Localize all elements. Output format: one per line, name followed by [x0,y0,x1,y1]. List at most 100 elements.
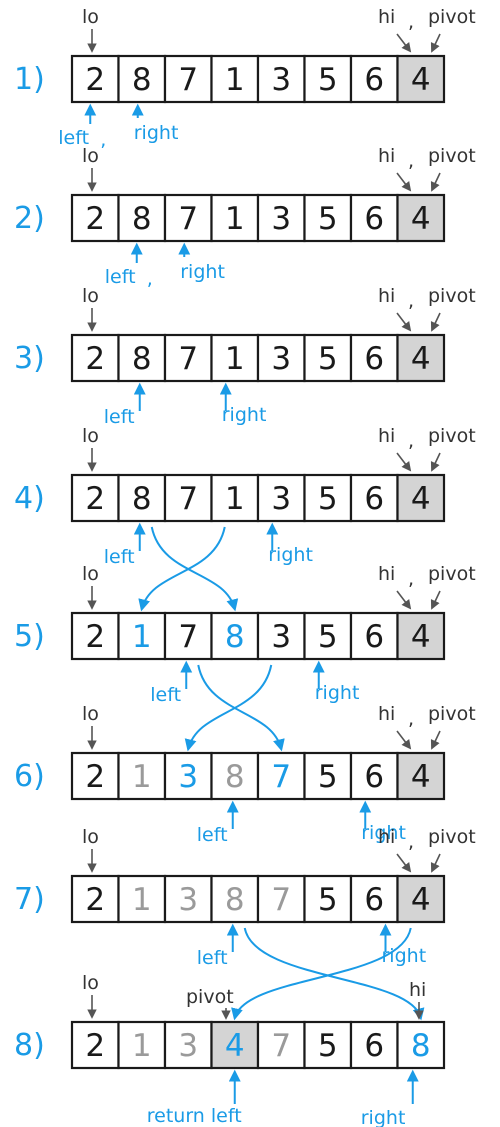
step-label: 1) [14,62,45,97]
array-cell [163,333,213,383]
cell-value: 8 [132,341,152,377]
cell-value: 1 [132,759,152,795]
cell-value: 5 [318,62,338,98]
right-label: right [361,1107,406,1127]
cell-value: 3 [271,62,291,98]
cell-value: 1 [132,1028,152,1064]
swap-arrow [197,664,285,752]
comma: , [408,150,414,172]
cell-value: 4 [411,62,431,98]
array-cell [210,874,260,924]
cell-value: 8 [132,201,152,237]
cell-value: 8 [132,481,152,517]
swap-arrow [231,927,412,1021]
array-cell [256,611,306,661]
pivot-cell [396,751,446,801]
return-left-label: return left [147,1105,242,1127]
cell-value: 6 [364,62,384,98]
hi-arrow [396,730,412,750]
cell-value: 3 [271,201,291,237]
cell-value: 4 [411,201,431,237]
cell-value: 3 [271,619,291,655]
array-cell [117,874,167,924]
pivot-cell [396,611,446,661]
cell-value: 1 [225,341,245,377]
left-label: left [58,127,89,149]
array-cell [303,751,353,801]
pivot-label: pivot [428,145,476,167]
comma: , [408,290,414,312]
array-cell [163,874,213,924]
cell-value: 2 [85,341,105,377]
cell-value: 5 [318,341,338,377]
array-cell [117,473,167,523]
swap-arrow [138,526,226,612]
right-label: right [180,261,225,283]
step-label: 5) [14,619,45,654]
pivot-label: pivot [428,285,476,307]
cell-value: 5 [318,481,338,517]
hi-arrow [396,590,412,610]
step-label: 7) [14,882,45,917]
lo-label: lo [82,6,99,28]
cell-value: 6 [364,481,384,517]
cell-value: 6 [364,619,384,655]
array-cell [256,751,306,801]
array-cell [256,333,306,383]
right-label: right [315,682,360,704]
cell-value: 6 [364,1028,384,1064]
cell-value: 2 [85,62,105,98]
pivot-label: pivot [186,986,234,1008]
cell-value: 1 [132,882,152,918]
array-cell [70,751,120,801]
hi-arrow [396,312,412,332]
cell-value: 2 [85,1028,105,1064]
cell-value: 3 [271,341,291,377]
hi-arrow [396,33,412,53]
pivot-arrow [430,33,441,53]
comma: , [408,568,414,590]
pivot-arrow [430,452,441,472]
swap-arrow [243,927,425,1021]
array-cell [256,473,306,523]
lo-label: lo [82,425,99,447]
hi-label: hi [378,703,395,725]
cell-value: 7 [271,759,291,795]
pivot-arrow [430,312,441,332]
hi-arrow [396,853,412,873]
cell-value: 7 [271,1028,291,1064]
array-cell [163,473,213,523]
cell-value: 8 [225,882,245,918]
array-cell [349,611,399,661]
left-label: left [150,684,181,706]
step-label: 3) [14,341,45,376]
lo-label: lo [82,145,99,167]
array-cell [70,333,120,383]
pivot-cell [396,193,446,243]
array-cell [117,54,167,104]
cell-value: 7 [178,341,198,377]
cell-value: 3 [271,481,291,517]
step-label: 2) [14,201,45,236]
array-cell [70,874,120,924]
hi-label: hi [378,145,395,167]
right-label: right [134,122,179,144]
cell-value: 2 [85,481,105,517]
right-label: right [222,404,267,426]
hi-label: hi [378,6,395,28]
hi-label: hi [378,826,395,848]
cell-value: 7 [178,201,198,237]
array-cell [303,193,353,243]
cell-value: 7 [271,882,291,918]
pivot-cell [396,333,446,383]
pivot-label: pivot [428,563,476,585]
pivot-cell [396,473,446,523]
array-cell [396,1020,446,1070]
cell-value: 2 [85,201,105,237]
